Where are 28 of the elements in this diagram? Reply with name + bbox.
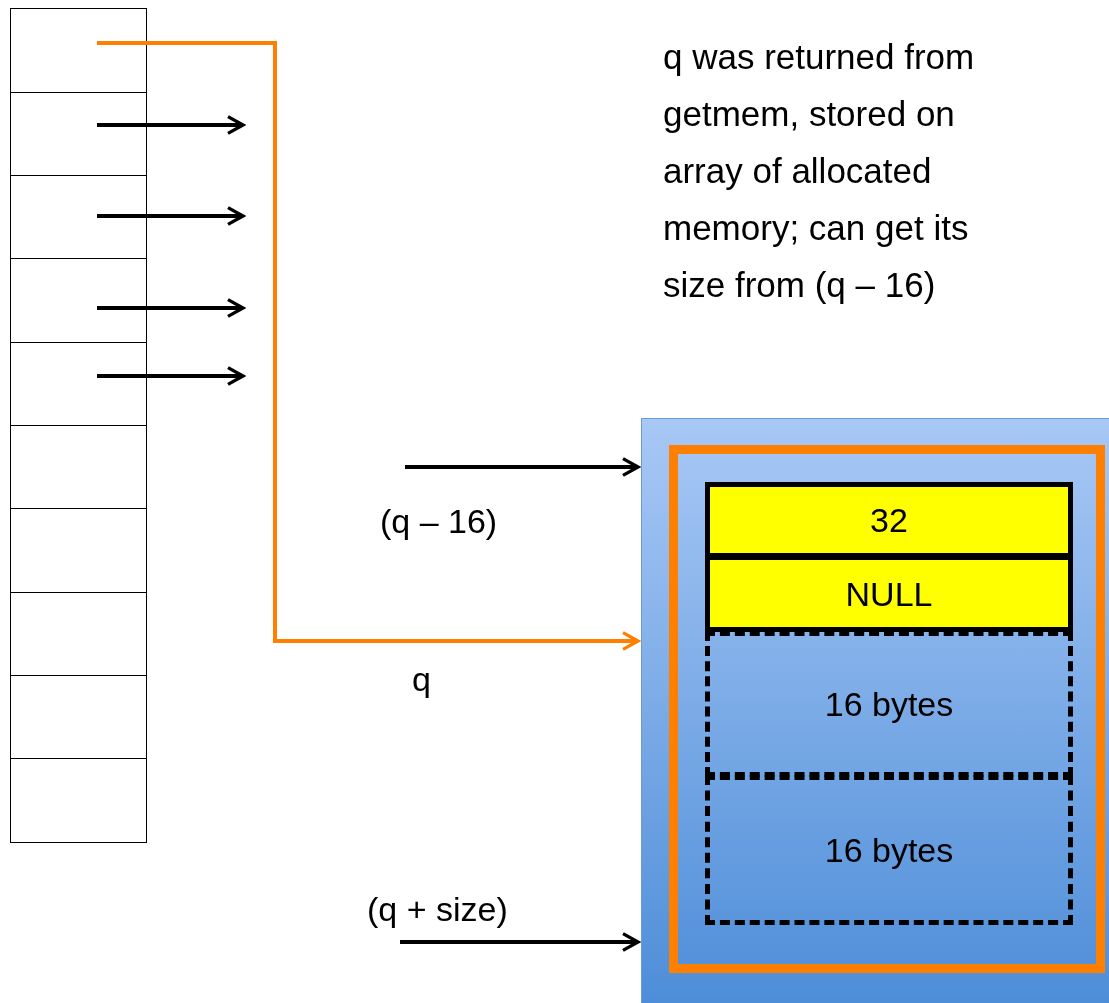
arrow — [97, 206, 245, 226]
field-text: NULL — [844, 574, 934, 613]
field-text: 16 bytes — [823, 830, 955, 870]
array-cell — [10, 92, 147, 176]
memory-block — [641, 418, 1109, 1003]
array-cell — [10, 592, 147, 676]
field-text: 32 — [869, 500, 909, 540]
arrow — [405, 457, 640, 477]
array-cell — [10, 758, 147, 843]
array-cell — [10, 8, 147, 93]
header-field — [705, 482, 1073, 558]
array-cell — [10, 342, 147, 426]
arrow — [97, 41, 640, 651]
array-cell — [10, 258, 147, 343]
note-text: q was returned from getmem, stored on array of allocated memory; can get its size from (q – 16) — [663, 36, 976, 306]
arrow — [97, 115, 245, 135]
array-cell — [10, 675, 147, 759]
arrow — [400, 932, 640, 952]
array-cell — [10, 508, 147, 593]
data-chunk — [705, 775, 1073, 925]
array-cell — [10, 175, 147, 259]
field-text: 16 bytes — [823, 684, 955, 724]
allocated-region — [669, 445, 1105, 973]
arrow — [97, 366, 245, 386]
data-chunk — [705, 631, 1073, 777]
array-cell — [10, 425, 147, 509]
header-field — [705, 555, 1073, 632]
arrow — [97, 298, 245, 318]
